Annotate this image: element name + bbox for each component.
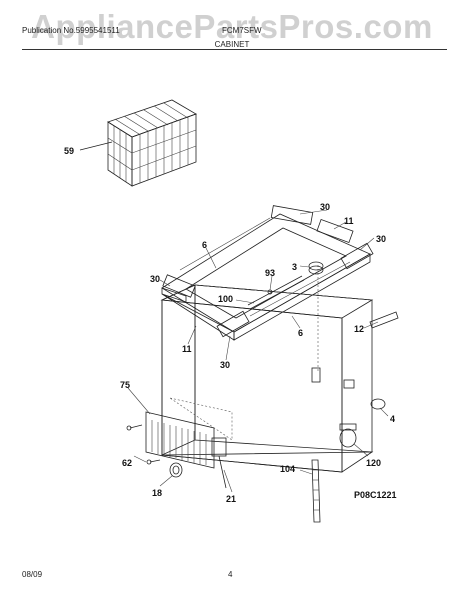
watermark: AppliancePartsPros.com	[31, 8, 433, 45]
callout-30-right: 30	[376, 234, 386, 244]
callout-6-left: 6	[202, 240, 207, 250]
model-number: FCM7SFW	[222, 26, 262, 35]
publication-number: Publication No.5995541511	[22, 26, 120, 35]
grille-panel	[145, 397, 233, 469]
callout-18: 18	[152, 488, 162, 498]
callout-6-right: 6	[298, 328, 303, 338]
screws	[126, 424, 161, 465]
thermostat	[211, 437, 227, 489]
callout-62: 62	[122, 458, 132, 468]
callout-75: 75	[120, 380, 130, 390]
section-title: CABINET	[214, 40, 250, 49]
callout-3: 3	[292, 262, 297, 272]
drain-plug	[308, 261, 324, 275]
footer-page-number: 4	[228, 570, 233, 579]
callout-11-bottom: 11	[182, 344, 192, 354]
strip-part-12	[369, 311, 399, 329]
callout-30-left: 30	[150, 274, 160, 284]
callout-12: 12	[354, 324, 364, 334]
callout-59: 59	[64, 146, 74, 156]
drain-strip	[247, 275, 305, 310]
callout-11-top: 11	[344, 216, 354, 226]
callout-30-top: 30	[320, 202, 330, 212]
figure-code: P08C1221	[354, 490, 397, 500]
callout-104: 104	[280, 464, 295, 474]
drain-fitting	[311, 367, 355, 389]
drain-hose	[311, 459, 321, 523]
callout-21: 21	[226, 494, 236, 504]
wire-basket	[79, 99, 197, 187]
callout-4: 4	[390, 414, 395, 424]
callout-93: 93	[265, 268, 275, 278]
footer-date: 08/09	[22, 570, 43, 579]
callout-30-bottom: 30	[220, 360, 230, 370]
leveling-leg	[370, 398, 386, 410]
header-rule	[22, 49, 447, 50]
caster-wheel	[339, 423, 357, 448]
thermostat-knob	[169, 462, 183, 478]
callout-120: 120	[366, 458, 381, 468]
lid-gasket-frame	[161, 205, 374, 341]
callout-100: 100	[218, 294, 233, 304]
leader-lines	[127, 209, 389, 493]
